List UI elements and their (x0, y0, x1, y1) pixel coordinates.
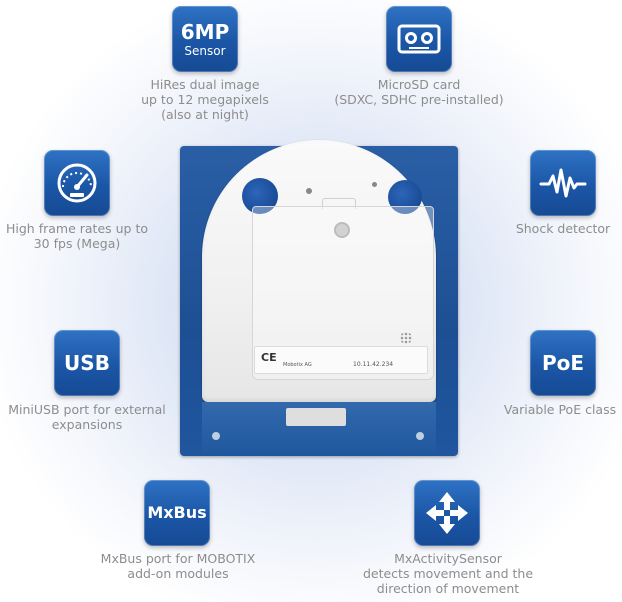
mxbus-tile: MxBus (144, 480, 210, 546)
mxbus-label: MxBus (147, 503, 207, 522)
6mp-sensor-tile: 6MP Sensor (172, 6, 238, 72)
framerate-caption: High frame rates up to 30 fps (Mega) (6, 221, 148, 251)
microphone-grille (400, 332, 412, 344)
usb-label: USB (64, 351, 110, 375)
waveform-icon (539, 168, 587, 198)
indicator-dot-left (306, 188, 312, 194)
poe-label: PoE (541, 351, 585, 375)
activity-caption: MxActivitySensor detects movement and th… (362, 551, 534, 596)
camera-housing: CE Mobotix AG 10.11.42.234 (202, 140, 436, 402)
activity-tile (414, 480, 480, 546)
camera-base (202, 402, 436, 452)
shock-tile (530, 150, 596, 216)
camera-image: CE Mobotix AG 10.11.42.234 (180, 140, 458, 458)
speedometer-icon (57, 163, 97, 203)
mount-hole-right (416, 432, 424, 440)
usb-tile: USB (54, 330, 120, 396)
ip-address: 10.11.42.234 (353, 361, 394, 368)
lens-port-right (388, 180, 422, 214)
four-arrows-move-icon (426, 492, 468, 534)
center-screw (334, 222, 350, 238)
6mp-sensor-title: 6MP (180, 19, 230, 44)
indicator-dot-right (372, 182, 377, 187)
tab-notch (322, 198, 356, 209)
mount-hole-left (212, 432, 220, 440)
shock-caption: Shock detector (515, 221, 611, 236)
maker-name: Mobotix AG (283, 362, 312, 368)
lens-port-left (242, 178, 278, 214)
framerate-tile (44, 150, 110, 216)
microsd-tile (386, 6, 452, 72)
usb-caption: MiniUSB port for external expansions (8, 402, 166, 432)
product-label: CE Mobotix AG 10.11.42.234 (254, 346, 428, 374)
microsd-card-icon (397, 24, 441, 54)
ce-mark: CE (261, 351, 277, 364)
poe-caption: Variable PoE class (503, 402, 617, 417)
6mp-sensor-subtitle: Sensor (184, 43, 226, 58)
poe-tile: PoE (530, 330, 596, 396)
sensor-caption: HiRes dual image up to 12 megapixels (al… (141, 77, 269, 122)
connector-slot (286, 408, 346, 426)
mxbus-caption: MxBus port for MOBOTIX add-on modules (100, 551, 256, 581)
microsd-caption: MicroSD card (SDXC, SDHC pre-installed) (334, 77, 504, 107)
